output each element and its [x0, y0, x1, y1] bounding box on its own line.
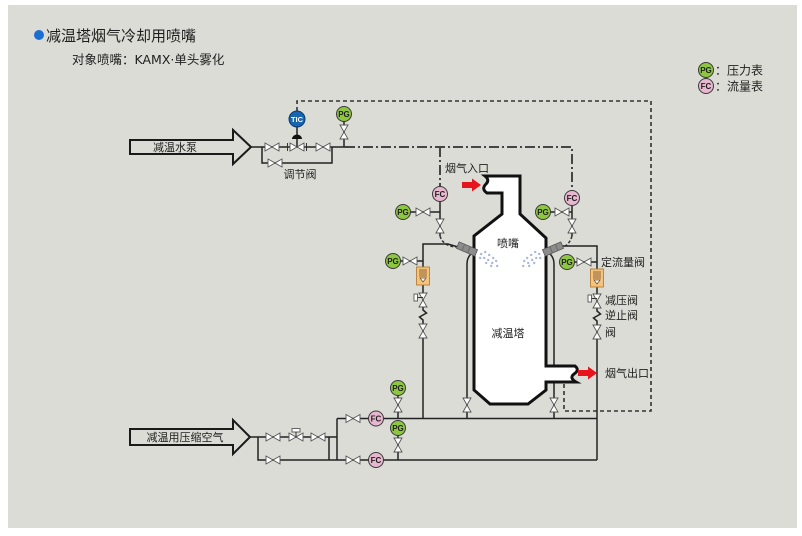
- legend-symbol: PG: [700, 66, 712, 75]
- fc-instrument: FC: [368, 410, 384, 427]
- nozzle-label: 喷嘴: [497, 237, 519, 250]
- legend-symbol: FC: [701, 82, 712, 91]
- pressure-gauge-icon: [390, 380, 406, 396]
- spray-left: [479, 250, 499, 268]
- fc-instrument: FC: [368, 452, 384, 468]
- page-subtitle: 对象喷嘴：KAMX·单头雾化: [72, 52, 225, 67]
- check-valve-icon: [418, 307, 428, 323]
- pg-instrument: PG: [390, 380, 406, 396]
- fc-label: FC: [567, 194, 578, 203]
- flow-meter-icon: [368, 452, 384, 468]
- pg-instrument: PG: [390, 420, 406, 436]
- constant-flow-valve-label: 定流量阀: [601, 255, 645, 269]
- pg-label: PG: [397, 208, 409, 217]
- pg-label: PG: [537, 208, 549, 217]
- temperature-controller-icon: [288, 110, 306, 128]
- pressure-gauge-icon: [390, 420, 406, 436]
- compressed-air-arrow: [129, 417, 252, 457]
- water-pump-label: 减温水泵: [153, 141, 197, 154]
- compressed-air-label: 减温用压缩空气: [147, 430, 224, 444]
- pressure-gauge-icon: [535, 204, 551, 220]
- legend-label: ：压力表: [715, 64, 763, 78]
- check-valve-label: 逆止阀: [605, 308, 638, 322]
- pg-label: PG: [387, 257, 399, 266]
- control-valve-label: 调节阀: [284, 167, 317, 181]
- page-title: 减温塔烟气冷却用喷嘴: [46, 27, 196, 45]
- valve-actuator-icon: [292, 134, 302, 139]
- diagram-panel: [8, 5, 797, 528]
- fc-label: FC: [371, 415, 382, 424]
- air-riser-right: [562, 245, 598, 460]
- gas-inlet-label: 烟气入口: [445, 161, 489, 175]
- flow-meter-icon: [432, 186, 448, 202]
- control-signal-line: [296, 100, 652, 412]
- pg-label: PG: [561, 258, 573, 267]
- pressure-gauge-icon: [336, 106, 352, 122]
- fc-instrument: FC: [432, 186, 448, 202]
- pressure-reducing-valve-label: 减压阀: [605, 293, 638, 307]
- pg-instrument: PG: [385, 253, 401, 269]
- pg-instrument: PG: [395, 204, 411, 220]
- gas-outlet-arrow-icon: [578, 366, 597, 380]
- legend-label: ：流量表: [715, 80, 763, 94]
- water-feed-hose: [439, 235, 457, 248]
- pg-instrument: PG: [559, 254, 575, 270]
- rotameter-icon: [590, 268, 604, 288]
- fc-label: FC: [435, 190, 446, 199]
- tic-instrument: TIC: [288, 110, 306, 128]
- pg-label: PG: [392, 424, 404, 433]
- legend-item-fc: FC ：流量表: [698, 78, 763, 94]
- nozzle-left-icon: [455, 241, 479, 257]
- rotameter-icon: [416, 266, 430, 286]
- pressure-gauge-icon: [559, 254, 575, 270]
- pressure-gauge-icon: [395, 204, 411, 220]
- fc-label: FC: [371, 456, 382, 465]
- water-bypass-pipe: [261, 147, 333, 164]
- check-valve-icon: [592, 308, 602, 324]
- nozzle-right-icon: [541, 241, 565, 257]
- fc-instrument: FC: [564, 190, 580, 206]
- flow-meter-icon: [368, 410, 384, 427]
- legend-item-pg: PG ：压力表: [698, 62, 763, 78]
- legend: PG ：压力表 FC ：流量表: [698, 62, 763, 94]
- flow-meter-icon: [698, 78, 714, 94]
- spray-right: [522, 250, 542, 268]
- pressure-gauge-icon: [698, 62, 714, 78]
- title-bullet-icon: [34, 30, 44, 40]
- pg-instrument: PG: [336, 106, 352, 122]
- pg-label: PG: [338, 110, 350, 119]
- valve-label: 阀: [605, 325, 616, 339]
- water-pump-arrow: [129, 127, 253, 167]
- gas-inlet-arrow-icon: [462, 178, 481, 192]
- pg-label: PG: [392, 384, 404, 393]
- tic-label: TIC: [291, 115, 304, 124]
- pg-instrument: PG: [535, 204, 551, 220]
- gas-outlet-label: 烟气出口: [605, 366, 649, 380]
- cooling-tower: [472, 174, 582, 406]
- water-feed-hose: [561, 235, 573, 248]
- air-lower-header: [257, 437, 597, 461]
- pressure-gauge-icon: [385, 253, 401, 269]
- water-line-right: [345, 146, 573, 191]
- flow-meter-icon: [564, 190, 580, 206]
- tower-label: 减温塔: [492, 327, 525, 340]
